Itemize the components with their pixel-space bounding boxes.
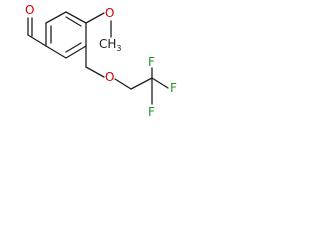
methyl-text: CH (99, 37, 116, 51)
ch2-ether-bond (85, 66, 105, 78)
methyl-label: CH3 (99, 37, 122, 53)
methoxy-oxygen-label: O (105, 6, 114, 20)
fluorine-bottom-label: F (148, 105, 155, 119)
ether-ch2-bond (114, 78, 132, 90)
ring-bond-top-right (65, 11, 87, 24)
benzene-ring (45, 11, 87, 59)
aldehyde-carbon-bond (27, 34, 47, 47)
aldehyde-oxygen-label: O (25, 3, 34, 17)
aldehyde-group: O (25, 3, 47, 47)
ring-double-bond-inner-top (65, 16, 82, 27)
trifluoroethoxymethyl-chain: O F F F (85, 45, 177, 119)
methyl-subscript: 3 (116, 44, 121, 53)
fluorine-right-label: F (170, 81, 177, 95)
ring-double-bond-inner-right (65, 42, 82, 53)
ether-oxygen-label: O (105, 70, 114, 84)
cf-bond-right (151, 77, 169, 89)
ring-bond-bottom-right (65, 45, 87, 59)
methoxy-oxygen-bond (85, 12, 105, 24)
methoxy-group: O CH3 (85, 6, 122, 53)
chemical-structure: O O CH3 O F F F (25, 3, 177, 119)
ring-bond-top-left (45, 11, 67, 24)
ring-bond-bottom-left (45, 45, 67, 59)
fluorine-top-label: F (148, 55, 155, 69)
ch2-cf3-bond (130, 77, 153, 90)
